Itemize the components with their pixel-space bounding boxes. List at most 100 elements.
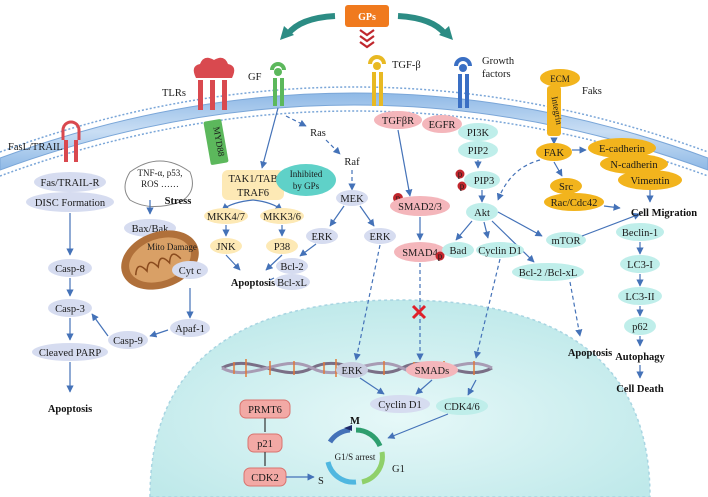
- cyclin-d1-top-node: [476, 242, 524, 258]
- gps-box: [345, 5, 389, 27]
- p38-label: P38: [274, 242, 290, 253]
- mkk36-label: MKK3/6: [263, 212, 301, 223]
- tgfbr-node: [374, 111, 422, 129]
- casp8-label: Casp-8: [55, 264, 85, 275]
- inhibited-line2: by GPs: [293, 181, 320, 191]
- cell-death-label: Cell Death: [616, 384, 664, 395]
- fak-node: [536, 143, 572, 161]
- cell-cycle-ring-icon: [325, 425, 385, 485]
- src-node: [550, 178, 582, 194]
- gf-receptor-icon: [270, 62, 286, 106]
- tgfb-receptor-icon: [368, 55, 386, 106]
- fas-trail-r-label: Fas/TRAIL-R: [41, 178, 100, 189]
- phase-m-label: M: [350, 416, 360, 427]
- bcl2-bclxl-node: [512, 263, 584, 281]
- lc3ii-node: [618, 287, 662, 305]
- erk1-label: ERK: [312, 232, 333, 243]
- pip2-label: PIP2: [468, 146, 488, 157]
- inhibited-by-gps-node: [276, 164, 336, 196]
- tlr-receptor-icon: [193, 57, 235, 110]
- nuc-erk-label: ERK: [342, 366, 363, 377]
- nuc-smads-label: SMADs: [415, 366, 449, 377]
- pip3-label: PIP3: [474, 176, 494, 187]
- bcl2-label: Bcl-2: [280, 262, 303, 273]
- beclin1-node: [616, 223, 664, 241]
- mtor-node: [546, 232, 586, 248]
- fak-label: FAK: [544, 148, 565, 159]
- akt-node: [466, 203, 498, 221]
- apaf1-label: Apaf-1: [175, 324, 205, 335]
- rac-cdc42-label: Rac/Cdc42: [551, 198, 598, 209]
- gps-label: GPs: [358, 12, 376, 23]
- bad-node: [442, 242, 474, 258]
- cleaved-parp-label: Cleaved PARP: [39, 348, 101, 359]
- apoptosis-left-label: Apoptosis: [48, 404, 92, 415]
- erk2-node: [364, 228, 396, 244]
- gf-label: GF: [248, 72, 262, 83]
- bclxl-label: Bcl-xL: [277, 278, 307, 289]
- cdk46-label: CDK4/6: [444, 402, 480, 413]
- phospho-icon-3: [457, 181, 467, 191]
- bclxl-node: [274, 274, 310, 290]
- erk2-label: ERK: [370, 232, 391, 243]
- casp8-node: [48, 259, 92, 277]
- mkk47-label: MKK4/7: [207, 212, 245, 223]
- left-curved-arrow: [285, 13, 336, 36]
- left-arrow-head: [280, 26, 294, 40]
- casp3-label: Casp-3: [55, 304, 85, 315]
- smad23-node: [390, 196, 450, 216]
- egfr-label: EGFR: [429, 120, 456, 131]
- n-cadherin-node: [600, 154, 668, 174]
- tak1-label: TAK1/TAB: [228, 174, 277, 185]
- tak1-box: [222, 170, 284, 200]
- stress-line1: TNF-α, p53,: [138, 168, 183, 178]
- disc-label: DISC Formation: [35, 198, 106, 209]
- raf-label: Raf: [344, 157, 360, 168]
- apaf1-node: [170, 319, 210, 337]
- mito-damage-label: Mito Damage: [147, 242, 197, 252]
- cell-migration-label: Cell Migration: [631, 208, 697, 219]
- phospho-icon-2: [455, 169, 465, 179]
- mkk47-node: [204, 208, 248, 224]
- jnk-node: [210, 238, 242, 254]
- smad23-label: SMAD2/3: [398, 202, 442, 213]
- faks-label: Faks: [582, 86, 602, 97]
- fas-pathway: Fas/TRAIL-R DISC Formation Casp-8 Casp-3…: [26, 172, 114, 415]
- pip2-node: [458, 141, 498, 159]
- p38-node: [266, 238, 298, 254]
- tgfbr-label: TGFβR: [382, 116, 414, 127]
- smad4-node: [394, 242, 446, 262]
- p-label-1: p: [396, 193, 401, 203]
- lc3i-label: LC3-I: [627, 260, 653, 271]
- bad-label: Bad: [450, 246, 468, 257]
- p62-label: p62: [632, 322, 648, 333]
- cyclin-d1-top-label: Cyclin D1: [478, 246, 521, 257]
- beclin1-label: Beclin-1: [622, 228, 658, 239]
- p62-node: [624, 317, 656, 335]
- cyclin-d1-label: Cyclin D1: [378, 400, 421, 411]
- mek-label: MEK: [340, 194, 364, 205]
- p-label-4: p: [438, 251, 443, 261]
- right-curved-arrow: [397, 13, 448, 36]
- cyclin-d1-node: [370, 395, 430, 413]
- inhibited-line1: Inhibited: [290, 169, 323, 179]
- gps-header: GPs: [280, 5, 453, 49]
- p-label-3: p: [460, 181, 465, 191]
- tgfb-pathway: TGFβR EGFR p SMAD2/3 SMAD4: [374, 111, 462, 361]
- vimentin-node: [618, 170, 682, 190]
- stress-line2: ROS ……: [141, 179, 179, 189]
- nuc-erk-node: [336, 362, 368, 378]
- pi3k-pathway: PI3K PIP2 p p PIP3 Akt p Bad Cyclin D1 B…: [435, 123, 641, 359]
- p21-label: p21: [257, 439, 273, 450]
- bcl2-node: [276, 258, 308, 274]
- blocked-x-icon: [411, 304, 427, 320]
- jnk-label: JNK: [216, 242, 236, 253]
- lc3i-node: [620, 255, 660, 273]
- egfr-node: [422, 115, 462, 133]
- mapk-pathway: TAK1/TAB TRAF6 MKK4/7 MKK3/6 JNK P38 Apo…: [204, 107, 304, 289]
- cell-cycle-panel: Cyclin D1 CDK4/6 PRMT6 p21 CDK2 M G1/S a…: [239, 377, 488, 487]
- p-label-2: p: [458, 169, 463, 179]
- ras-pathway: Ras Raf Inhibited by GPs MEK ERK ERK Bcl…: [269, 115, 396, 361]
